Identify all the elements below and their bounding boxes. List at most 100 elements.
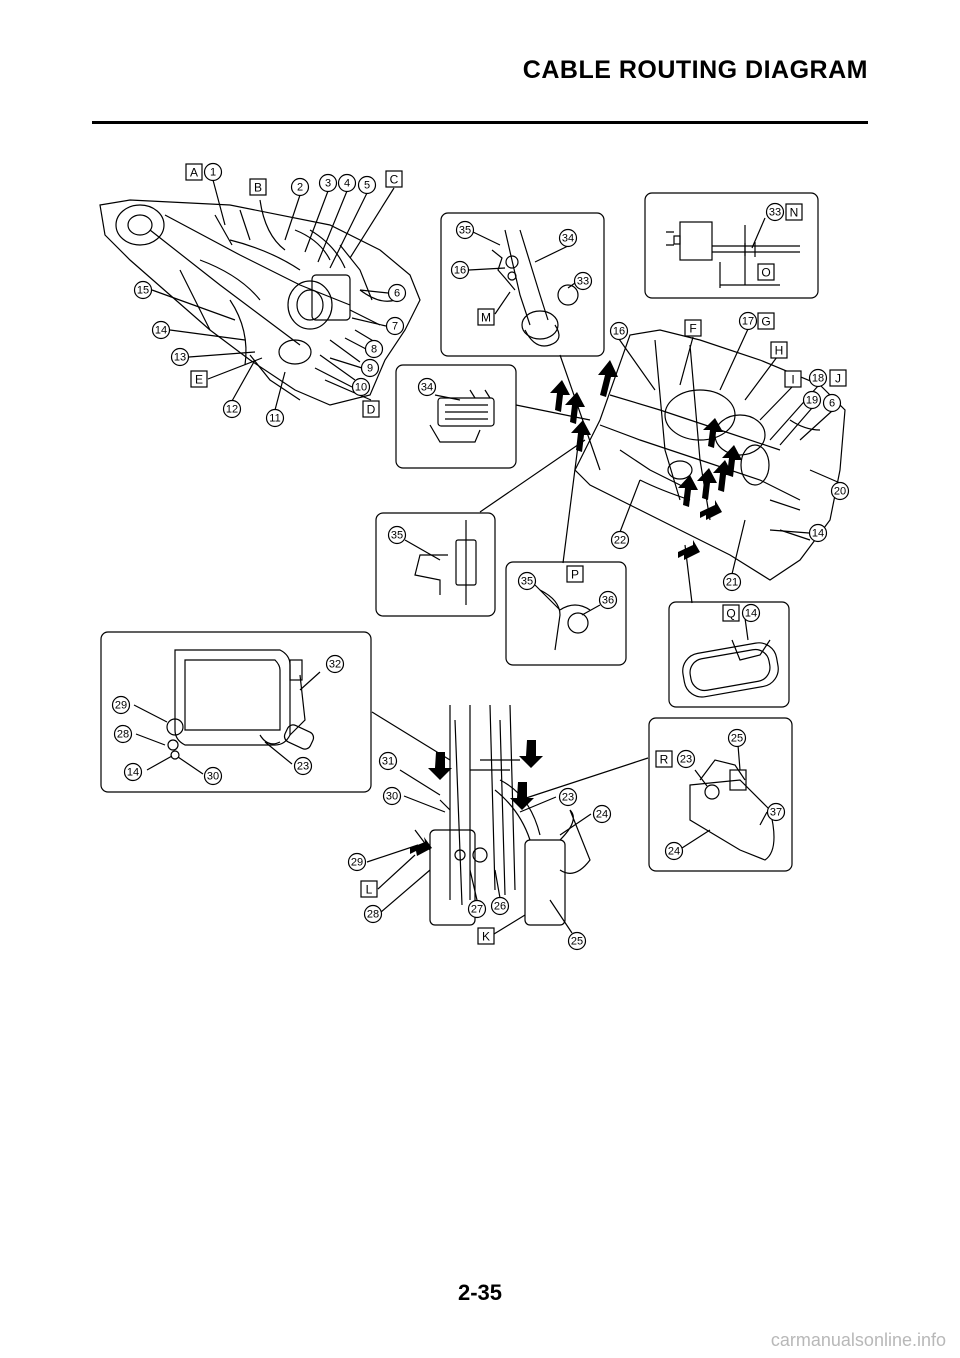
letter-tag-P: P (566, 565, 584, 583)
detail-box-bottom-left (100, 631, 372, 793)
svg-text:12: 12 (226, 404, 238, 416)
detail-box-n-o (644, 192, 819, 299)
callout-14: 14 (151, 320, 171, 340)
svg-text:29: 29 (115, 700, 127, 712)
callout-29: 29 (347, 852, 367, 872)
svg-text:10: 10 (355, 382, 367, 394)
callout-21: 21 (722, 572, 742, 592)
callout-35: 35 (517, 571, 537, 591)
callout-25: 25 (727, 728, 747, 748)
callout-34: 34 (558, 228, 578, 248)
callout-28: 28 (113, 724, 133, 744)
letter-tag-R: R (655, 750, 673, 768)
detail-box-m (440, 212, 605, 357)
svg-text:15: 15 (137, 285, 149, 297)
callout-13: 13 (170, 347, 190, 367)
svg-text:31: 31 (382, 756, 394, 768)
callout-31: 31 (378, 751, 398, 771)
svg-text:36: 36 (602, 595, 614, 607)
callout-12: 12 (222, 399, 242, 419)
svg-text:25: 25 (571, 936, 583, 948)
svg-text:Q: Q (726, 607, 735, 621)
front-fork-view (366, 704, 649, 935)
svg-text:11: 11 (269, 413, 280, 425)
letter-tag-Q: Q (722, 604, 740, 622)
chassis-main-view (574, 328, 846, 581)
callout-14: 14 (741, 603, 761, 623)
svg-text:9: 9 (367, 363, 373, 375)
svg-text:35: 35 (391, 530, 403, 542)
letter-tag-G: G (757, 312, 775, 330)
svg-text:O: O (761, 266, 770, 280)
svg-text:14: 14 (812, 528, 824, 540)
letter-tag-O: O (757, 263, 775, 281)
callout-22: 22 (610, 530, 630, 550)
letter-tag-J: J (829, 369, 847, 387)
svg-text:R: R (660, 753, 669, 767)
callout-35: 35 (387, 525, 407, 545)
letter-tag-C: C (385, 170, 403, 188)
svg-text:14: 14 (127, 767, 139, 779)
callout-4: 4 (337, 173, 357, 193)
svg-text:37: 37 (770, 807, 782, 819)
throttle-body-view (99, 179, 421, 411)
svg-text:26: 26 (494, 901, 506, 913)
svg-text:23: 23 (562, 792, 574, 804)
letter-tag-H: H (770, 341, 788, 359)
callout-11: 11 (265, 408, 285, 428)
svg-text:2: 2 (297, 182, 303, 194)
svg-text:J: J (835, 372, 841, 386)
svg-text:14: 14 (745, 608, 757, 620)
svg-text:G: G (761, 315, 770, 329)
callout-14: 14 (808, 523, 828, 543)
callout-36: 36 (598, 590, 618, 610)
svg-text:19: 19 (806, 395, 818, 407)
detail-box-q (668, 601, 790, 708)
svg-text:6: 6 (829, 398, 835, 410)
callout-9: 9 (360, 358, 380, 378)
page-number: 2-35 (457, 1280, 503, 1305)
direction-arrows (410, 360, 742, 856)
svg-text:7: 7 (392, 321, 398, 333)
callout-10: 10 (351, 377, 371, 397)
callout-20: 20 (830, 481, 850, 501)
letter-tag-M: M (477, 308, 495, 326)
svg-text:25: 25 (731, 733, 743, 745)
svg-text:28: 28 (367, 909, 379, 921)
callout-23: 23 (293, 756, 313, 776)
svg-text:28: 28 (117, 729, 129, 741)
callout-6: 6 (387, 283, 407, 303)
letter-tag-D: D (362, 400, 380, 418)
watermark: carmanualsonline.info (770, 1330, 946, 1350)
svg-text:35: 35 (459, 225, 471, 237)
svg-text:27: 27 (471, 904, 483, 916)
svg-text:5: 5 (364, 180, 370, 192)
svg-text:6: 6 (394, 288, 400, 300)
svg-text:34: 34 (421, 382, 433, 394)
svg-text:16: 16 (613, 326, 625, 338)
callout-24: 24 (664, 841, 684, 861)
svg-text:24: 24 (668, 846, 680, 858)
detail-box-p (505, 561, 627, 666)
callout-5: 5 (357, 175, 377, 195)
svg-text:N: N (790, 206, 799, 220)
callout-7: 7 (385, 316, 405, 336)
callout-15: 15 (133, 280, 153, 300)
detail-box-35 (375, 512, 496, 617)
svg-text:8: 8 (371, 344, 377, 356)
callout-35: 35 (455, 220, 475, 240)
callout-16: 16 (609, 321, 629, 341)
callout-18: 18 (808, 368, 828, 388)
svg-text:A: A (190, 166, 198, 180)
svg-text:30: 30 (207, 771, 219, 783)
callout-3: 3 (318, 173, 338, 193)
letter-tag-B: B (249, 178, 267, 196)
svg-text:D: D (367, 403, 376, 417)
page-title: CABLE ROUTING DIAGRAM (522, 56, 868, 84)
svg-text:H: H (775, 344, 784, 358)
header-rule (92, 121, 868, 124)
callout-26: 26 (490, 896, 510, 916)
svg-text:4: 4 (344, 178, 350, 190)
callout-25: 25 (567, 931, 587, 951)
